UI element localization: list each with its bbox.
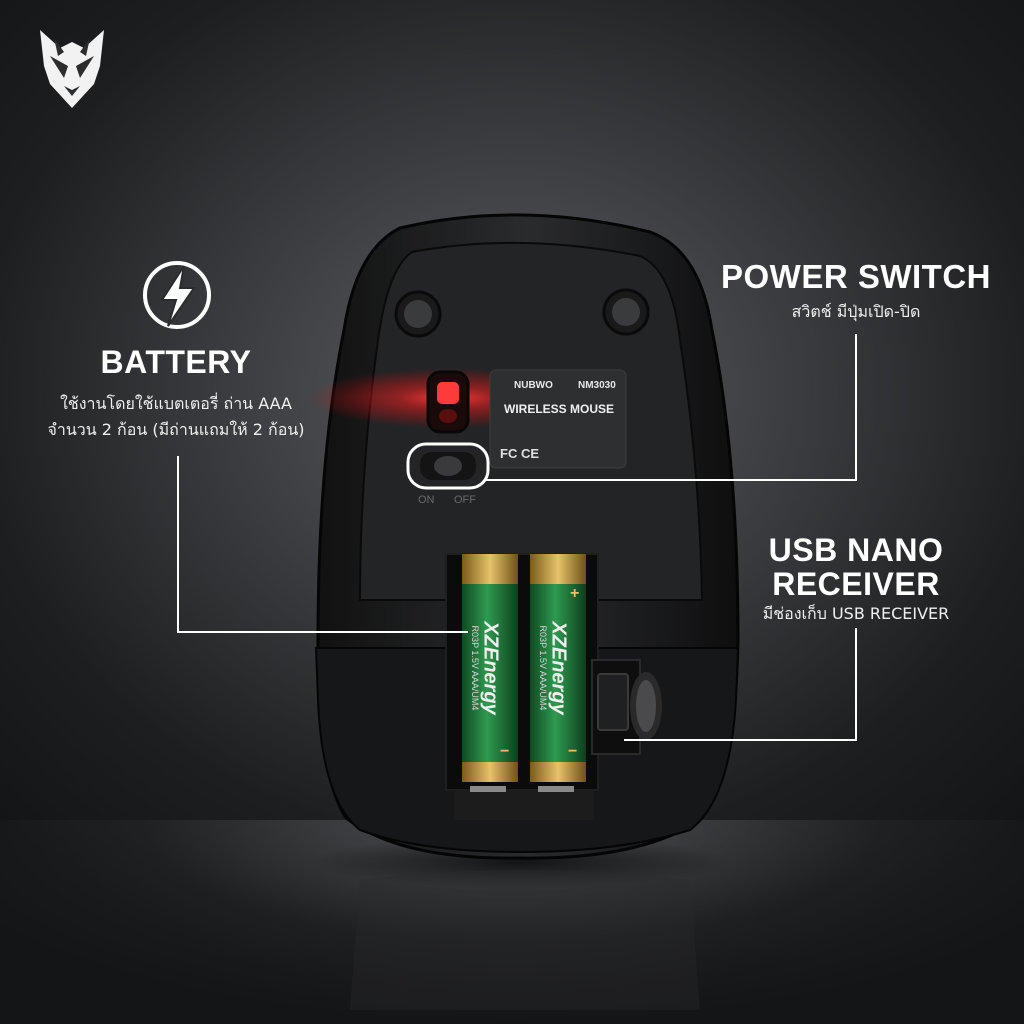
battery-desc-line1: ใช้งานโดยใช้แบตเตอรี่ ถ่าน AAA: [60, 394, 292, 413]
battery-left: [462, 554, 518, 782]
switch-off-label: OFF: [454, 494, 476, 506]
usb-title-line2: RECEIVER: [772, 566, 940, 602]
svg-text:+: +: [570, 585, 579, 602]
sticker-model: NM3030: [578, 380, 616, 391]
sticker-brand: NUBWO: [514, 380, 553, 391]
svg-text:−: −: [500, 743, 509, 760]
usb-desc: มีช่องเก็บ USB RECEIVER: [762, 604, 950, 623]
battery-right-code: R03P 1.5V AAA/UM4: [538, 625, 548, 711]
power-switch-title: POWER SWITCH: [721, 258, 991, 295]
nubwo-wolf-logo: [40, 30, 104, 108]
battery-right-brand: XZEnergy: [547, 621, 570, 715]
battery-desc-line2: จำนวน 2 ก้อน (มีถ่านแถมให้ 2 ก้อน): [47, 420, 305, 439]
battery-left-brand: XZEnergy: [479, 621, 502, 715]
battery-right: [530, 554, 586, 782]
power-switch-desc: สวิตช์ มีปุ่มเปิด-ปิด: [791, 302, 921, 321]
battery-title: BATTERY: [100, 344, 252, 380]
usb-title-line1: USB NANO: [768, 532, 944, 568]
sticker-certification-marks: FC CE: [500, 446, 539, 461]
sticker-product-name: WIRELESS MOUSE: [504, 402, 615, 416]
switch-on-label: ON: [418, 494, 435, 506]
battery-left-code: R03P 1.5V AAA/UM4: [470, 625, 480, 711]
svg-text:−: −: [568, 743, 577, 760]
lightning-bolt-icon: [143, 261, 211, 329]
